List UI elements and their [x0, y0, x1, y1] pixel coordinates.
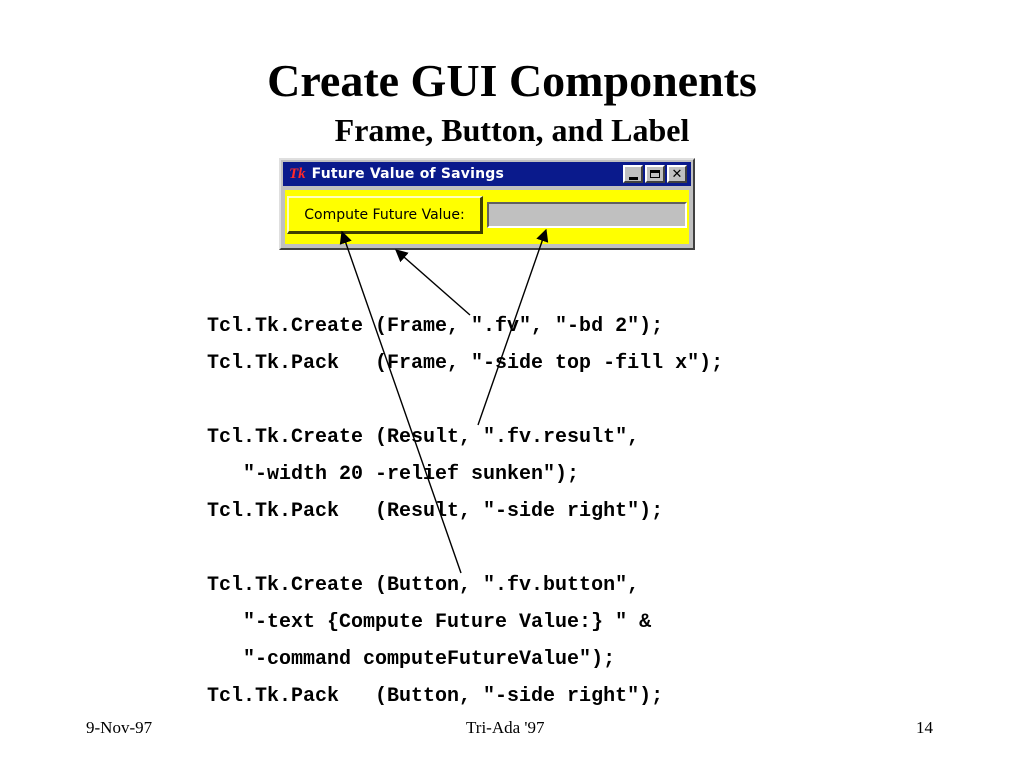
window-controls: ✕: [623, 165, 687, 183]
window-title: Future Value of Savings: [311, 166, 505, 182]
code-line: Tcl.Tk.Create (Result, ".fv.result",: [207, 426, 640, 449]
compute-future-value-button[interactable]: Compute Future Value:: [287, 196, 483, 234]
fv-frame: Compute Future Value:: [285, 190, 689, 244]
code-line: Tcl.Tk.Create (Frame, ".fv", "-bd 2");: [207, 315, 664, 338]
footer-date: 9-Nov-97: [86, 718, 153, 737]
tk-window: Tk Future Value of Savings ✕ Compute Fut…: [279, 158, 695, 250]
code-line: [207, 382, 723, 419]
code-line: [207, 530, 723, 567]
slide-title: Create GUI Components: [267, 55, 757, 106]
close-icon: ✕: [671, 166, 683, 182]
code-line: Tcl.Tk.Pack (Frame, "-side top -fill x")…: [207, 352, 724, 375]
minimize-button[interactable]: [623, 165, 643, 183]
tk-logo-icon: Tk: [289, 165, 306, 182]
footer-event: Tri-Ada '97: [466, 718, 545, 737]
footer-page-number: 14: [916, 718, 933, 737]
slide-subtitle: Frame, Button, and Label: [334, 112, 690, 148]
code-line: "-width 20 -relief sunken");: [207, 463, 580, 486]
window-titlebar[interactable]: Tk Future Value of Savings ✕: [283, 162, 691, 186]
maximize-button[interactable]: [645, 165, 665, 183]
code-block: Tcl.Tk.Create (Frame, ".fv", "-bd 2"); T…: [207, 308, 723, 715]
code-line: Tcl.Tk.Pack (Button, "-side right");: [207, 685, 664, 708]
code-line: Tcl.Tk.Create (Button, ".fv.button",: [207, 574, 640, 597]
code-line: "-text {Compute Future Value:} " &: [207, 611, 652, 634]
close-button[interactable]: ✕: [667, 165, 687, 183]
code-line: Tcl.Tk.Pack (Result, "-side right");: [207, 500, 664, 523]
arrow-frame: [395, 249, 471, 316]
code-line: "-command computeFutureValue");: [207, 648, 616, 671]
result-label: [487, 202, 687, 228]
